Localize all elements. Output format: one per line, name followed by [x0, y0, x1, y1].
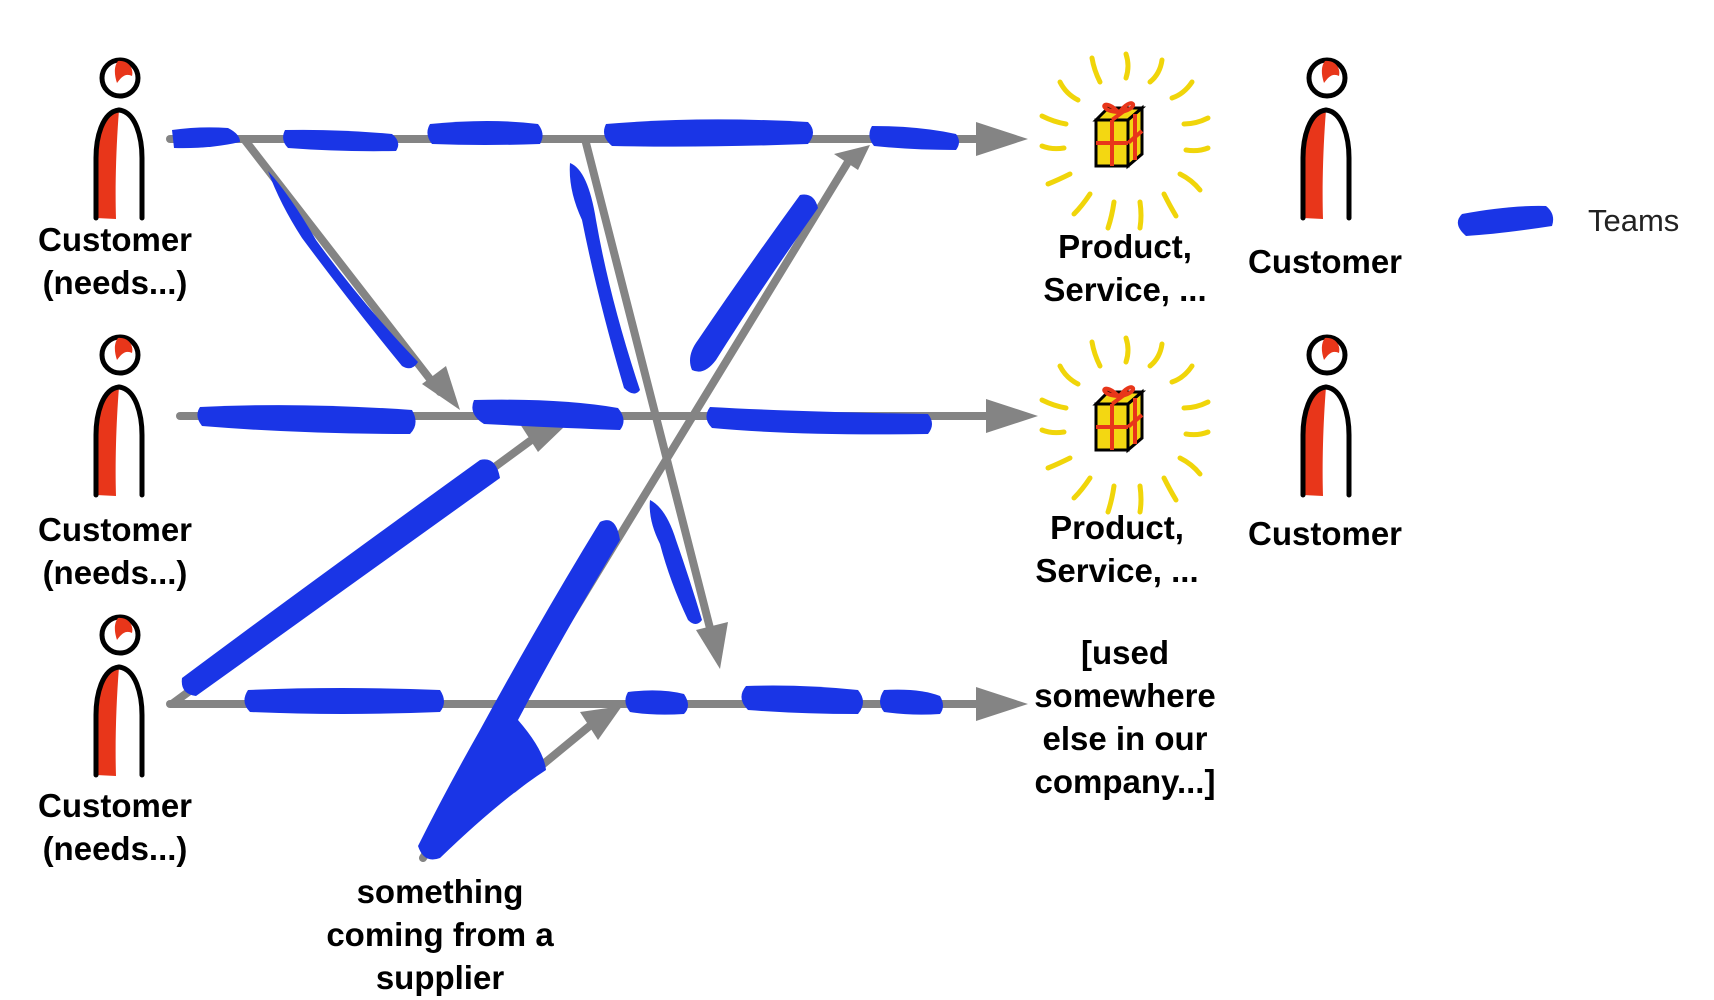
team-stroke [197, 405, 416, 434]
flow-arrow-diag-b [581, 135, 717, 644]
customer-label-line: Customer [37, 221, 193, 258]
arrow-head [422, 366, 460, 410]
arrow-heads [422, 122, 1038, 740]
supplier-label-line: something [356, 873, 524, 910]
legend-label: Teams [1588, 203, 1680, 238]
arrow-head [986, 399, 1038, 433]
output-label-3: [used somewhere else in our company...] [1012, 631, 1238, 803]
team-stroke [283, 129, 399, 152]
team-stroke [472, 399, 624, 430]
output-label-line: Service, ... [1043, 271, 1207, 308]
output-label-line: company...] [1034, 763, 1216, 800]
supplier-label-line: supplier [375, 959, 505, 996]
team-stroke [625, 690, 688, 715]
customer-label-line: (needs...) [42, 264, 188, 301]
gift-icon [1042, 54, 1208, 228]
team-stroke [569, 163, 640, 394]
team-stroke [869, 126, 959, 150]
customer-label-1: Customer (needs...) [20, 218, 210, 304]
legend-swatch [1457, 205, 1554, 236]
customer-label-line: Customer [37, 787, 193, 824]
output-label-line: Service, ... [1035, 552, 1199, 589]
output-label-line: Product, [1050, 509, 1184, 546]
gift-icon [1042, 338, 1208, 512]
customer-label-right-1: Customer [1225, 240, 1425, 283]
arrow-head [580, 706, 622, 740]
output-label-2: Product, Service, ... [1012, 506, 1222, 592]
team-stroke [172, 127, 240, 149]
customer-label-2: Customer (needs...) [20, 508, 210, 594]
flow-arrow-diag-a [240, 135, 444, 396]
arrow-head [520, 424, 565, 452]
team-stroke [649, 500, 702, 624]
customer-label-line: Customer [1247, 243, 1403, 280]
customer-label-right-2: Customer [1225, 512, 1425, 555]
flow-arrows [166, 135, 1004, 862]
team-strokes [172, 119, 959, 860]
arrow-head [976, 687, 1028, 721]
team-stroke [690, 194, 818, 372]
output-label-line: else in our [1042, 720, 1208, 757]
team-stroke [418, 520, 620, 860]
team-stroke [604, 119, 813, 147]
team-stroke [181, 459, 500, 696]
team-stroke [427, 121, 543, 145]
output-label-line: somewhere [1034, 677, 1216, 714]
team-stroke [741, 685, 863, 714]
team-stroke [880, 689, 943, 715]
output-label-line: Product, [1058, 228, 1192, 265]
output-label-line: [used [1080, 634, 1169, 671]
customer-label-line: (needs...) [42, 554, 188, 591]
output-label-1: Product, Service, ... [1020, 225, 1230, 311]
customer-figure [96, 617, 142, 776]
supplier-label: something coming from a supplier [310, 870, 570, 999]
arrow-head [976, 122, 1028, 156]
customer-label-line: Customer [1247, 515, 1403, 552]
team-stroke [706, 407, 932, 435]
customer-label-3: Customer (needs...) [20, 784, 210, 870]
customer-figure [96, 60, 142, 219]
customer-label-line: Customer [37, 511, 193, 548]
arrow-head [834, 145, 870, 170]
team-stroke [244, 688, 444, 714]
arrow-head [696, 622, 728, 669]
customer-figure [1303, 337, 1349, 496]
supplier-label-line: coming from a [326, 916, 554, 953]
team-stroke [268, 171, 418, 369]
customer-figure [1303, 60, 1349, 219]
customer-label-line: (needs...) [42, 830, 188, 867]
customer-figure [96, 337, 142, 496]
